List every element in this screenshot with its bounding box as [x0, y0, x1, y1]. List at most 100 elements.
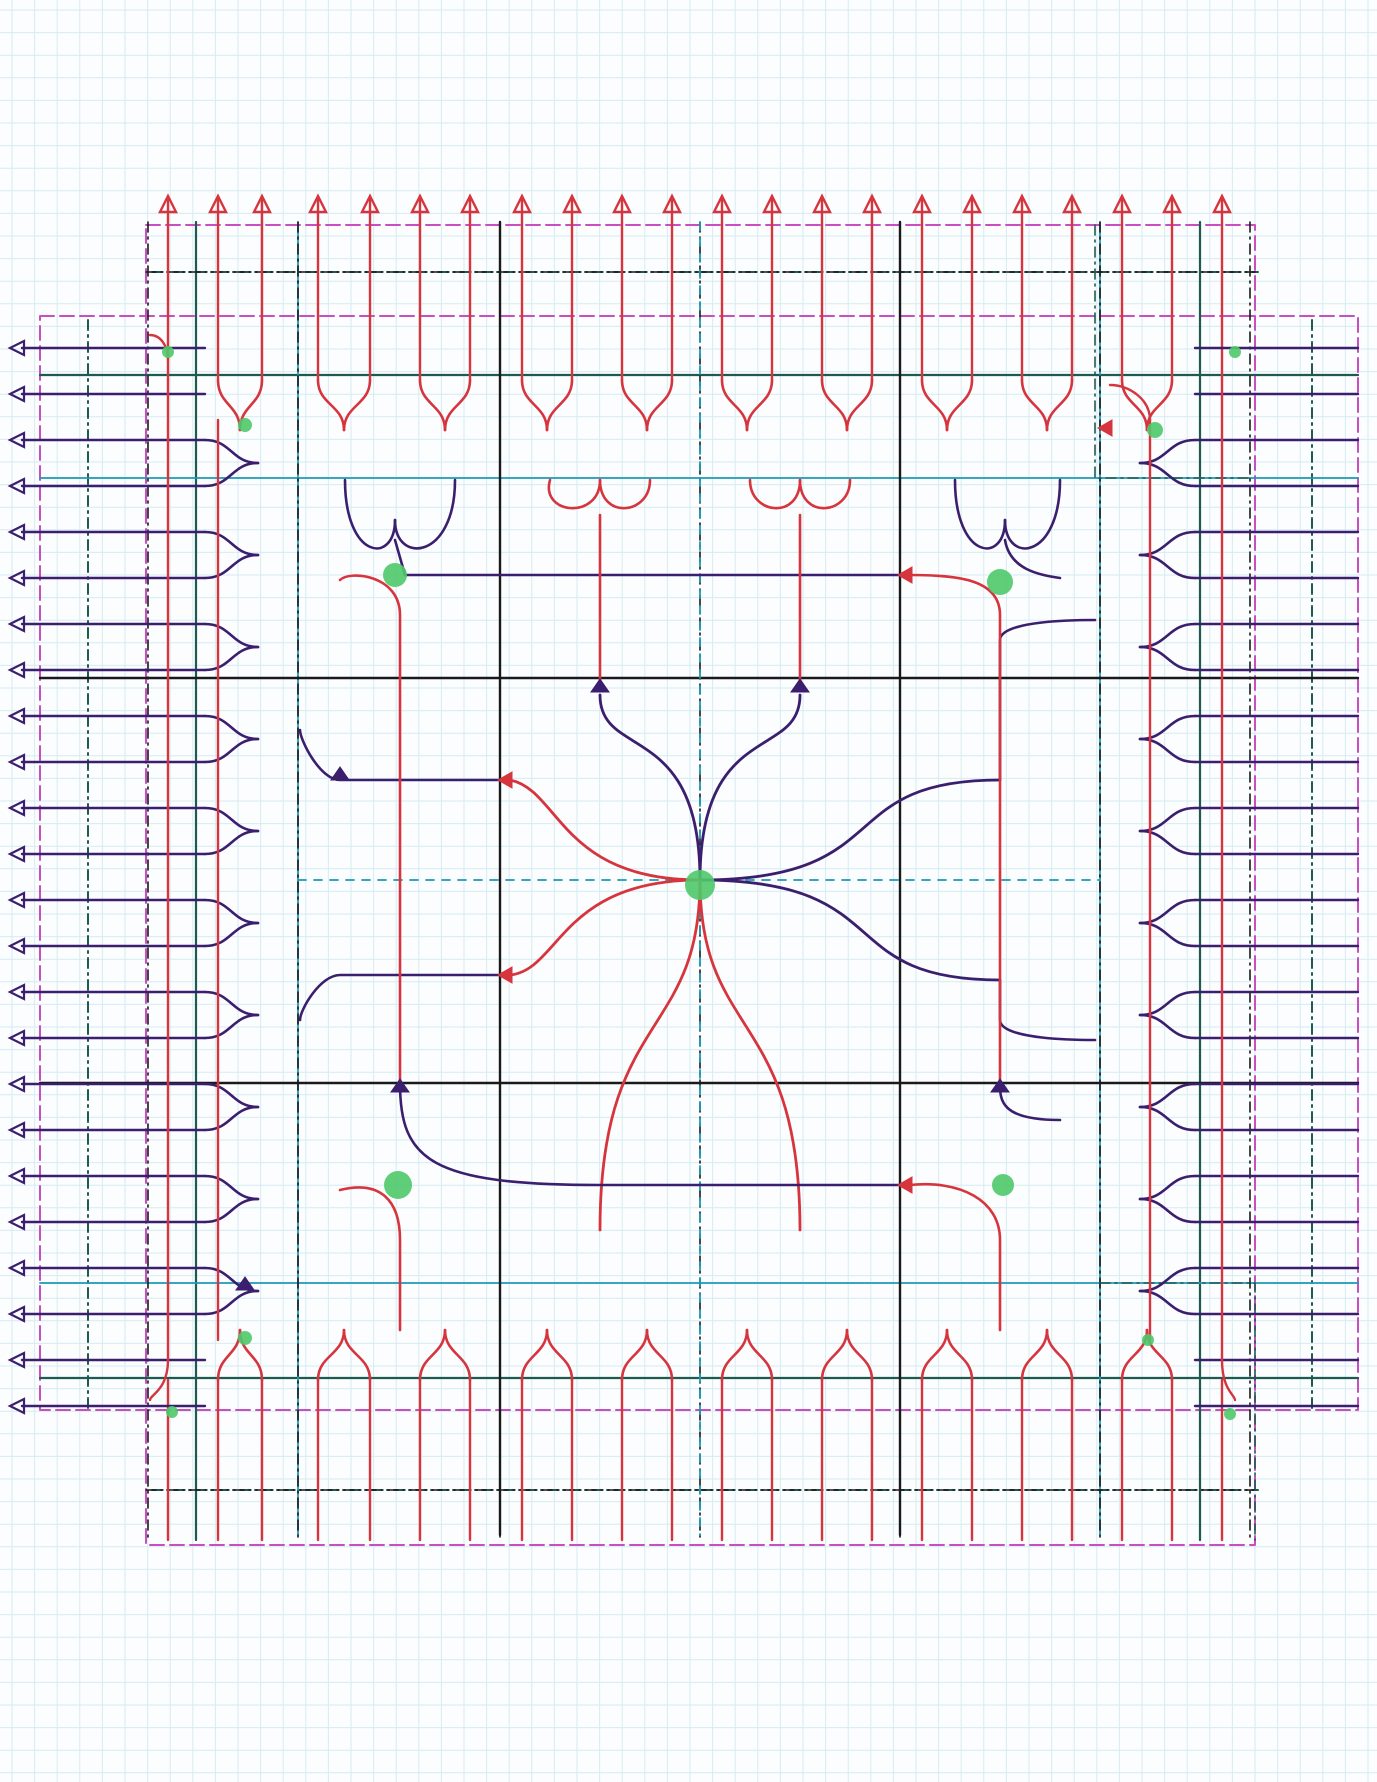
right-red-vertical	[908, 573, 1002, 1085]
tr-inner-red-hook	[1108, 383, 1152, 422]
top-red-fork-right	[545, 378, 574, 432]
top-red-fork-left	[920, 378, 949, 432]
left-purple-fork-upper	[203, 806, 260, 833]
center-purple-right-down	[698, 878, 1002, 982]
bottom-red-fork-left	[418, 1328, 447, 1382]
green-node-dot	[1224, 1408, 1236, 1420]
magenta-side-frame	[39, 315, 1359, 1411]
bottom-red-fork-right	[443, 1328, 472, 1382]
left-purple-arrowhead	[7, 1029, 26, 1047]
center-top-red-l2	[598, 478, 652, 510]
left-purple-arrowhead	[7, 983, 26, 1001]
green-node-dot	[238, 418, 252, 432]
interior-purple-arrowhead	[330, 766, 350, 781]
green-node-dot	[987, 569, 1013, 595]
green-node-dot	[166, 1406, 178, 1418]
left-purple-fork-upper	[203, 990, 260, 1017]
top-red-arrowhead	[662, 193, 682, 214]
left-outer-red	[148, 378, 170, 1402]
green-node-dot	[992, 1174, 1014, 1196]
left-purple-arrowhead	[7, 937, 26, 955]
right-purple-fork-upper	[1138, 530, 1197, 557]
left-purple-arrowhead	[7, 1397, 26, 1415]
left-purple-fork-lower	[203, 645, 260, 672]
left-purple-arrowhead	[7, 707, 26, 725]
green-node-dot	[238, 1331, 252, 1345]
corner-box-tr	[1094, 224, 1251, 479]
bottom-red-fork-right	[545, 1328, 574, 1382]
green-node-dot	[162, 346, 174, 358]
center-purple-right-up	[698, 778, 1002, 882]
top-red-fork-right	[745, 378, 774, 432]
interior-red-arrowhead	[496, 966, 513, 984]
interior-purple-arrowhead	[990, 1078, 1010, 1093]
bottom-red-fork-left	[520, 1328, 549, 1382]
top-red-fork-right	[342, 378, 372, 432]
center-top-red-r	[748, 478, 802, 510]
center-red-down-l	[598, 878, 702, 1232]
right-purple-fork-lower	[1138, 921, 1197, 948]
left-purple-fork-upper	[203, 438, 260, 465]
br-red-hook	[908, 1182, 1002, 1332]
center-red-left-down	[508, 878, 702, 977]
top-red-arrowhead	[410, 193, 430, 214]
top-red-arrowhead	[612, 193, 632, 214]
left-purple-fork-upper	[203, 714, 260, 741]
left-purple-arrowhead	[7, 661, 26, 679]
top-red-arrowhead	[460, 193, 480, 214]
top-red-arrowhead	[1212, 193, 1232, 214]
left-purple-fork-upper	[203, 530, 260, 557]
right-purple-fork-upper	[1138, 1174, 1197, 1201]
left-purple-fork-lower	[203, 1289, 260, 1316]
left-purple-fork-lower	[203, 921, 260, 948]
bottom-red-fork-left	[920, 1328, 949, 1382]
center-red-left-up	[508, 778, 702, 882]
tl-purple-branch	[393, 478, 457, 550]
top-red-fork-left	[820, 378, 849, 432]
right-purple-fork-lower	[1138, 1013, 1197, 1040]
br-purple-stem	[998, 1081, 1062, 1122]
top-red-fork-left	[520, 378, 549, 432]
right-purple-fork-upper	[1138, 1266, 1197, 1293]
left-purple-arrowhead	[7, 385, 26, 403]
left-purple-arrowhead	[7, 1305, 26, 1323]
interior-red-arrowhead	[896, 1176, 913, 1194]
left-purple-fork-lower	[203, 1105, 260, 1132]
top-red-arrowhead	[762, 193, 782, 214]
bottom-red-fork-left	[216, 1328, 242, 1382]
tr-purple-branch	[1003, 478, 1062, 550]
left-purple-fork-lower	[203, 553, 260, 580]
green-node-dot	[383, 563, 407, 587]
bottom-red-fork-left	[820, 1328, 849, 1382]
interior-purple-arrowhead	[590, 678, 610, 693]
interior-red-arrowhead	[896, 566, 913, 584]
interior-purple-arrowhead	[790, 678, 810, 693]
left-purple-arrowhead	[7, 477, 26, 495]
center-red-down-r	[698, 878, 802, 1232]
right-purple-fork-lower	[1138, 737, 1197, 764]
left-purple-arrowhead	[7, 569, 26, 587]
top-red-arrowhead	[1162, 193, 1182, 214]
top-red-fork-right	[845, 378, 874, 432]
bottom-red-fork-right	[945, 1328, 974, 1382]
interior-red-arrowhead	[496, 771, 513, 789]
top-red-fork-left	[418, 378, 447, 432]
bottom-red-fork-left	[1020, 1328, 1049, 1382]
left-purple-arrowhead	[7, 1121, 26, 1139]
top-red-arrowhead	[360, 193, 380, 214]
left-purple-fork-lower	[203, 1013, 260, 1040]
left-purple-arrowhead	[7, 615, 26, 633]
top-red-fork-left	[720, 378, 749, 432]
left-purple-fork-lower	[203, 737, 260, 764]
top-red-arrowhead	[308, 193, 328, 214]
left-purple-arrowhead	[7, 1351, 26, 1369]
left-purple-arrowhead	[7, 753, 26, 771]
top-red-fork-left	[1020, 378, 1049, 432]
right-purple-fork-lower	[1138, 461, 1197, 488]
bottom-purple-bar	[398, 1081, 912, 1187]
right-purple-fork-lower	[1138, 1197, 1197, 1224]
left-purple-arrowhead	[7, 845, 26, 863]
bottom-red-fork-left	[620, 1328, 649, 1382]
